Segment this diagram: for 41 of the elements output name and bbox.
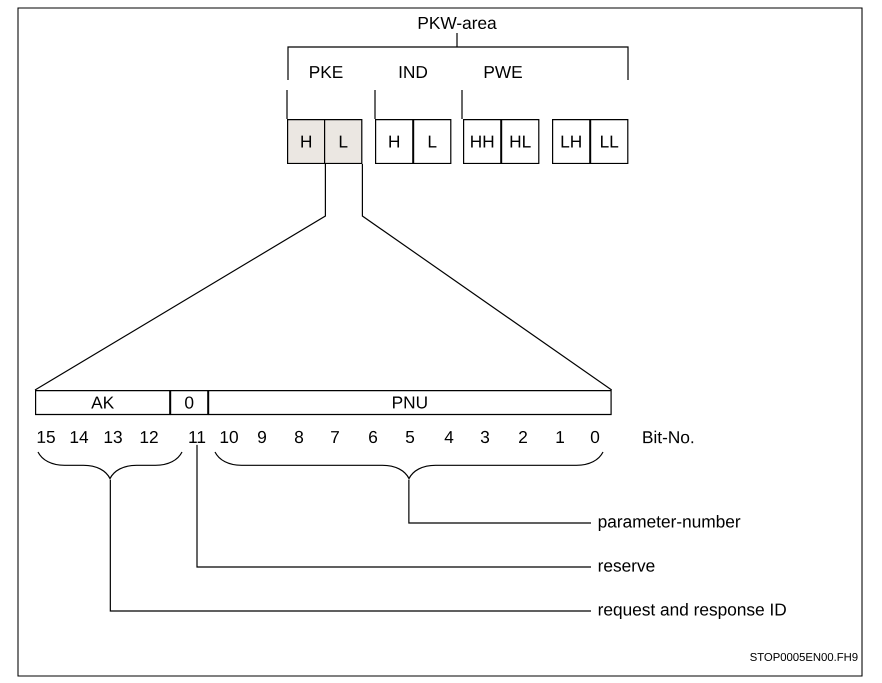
bit-number: 14 xyxy=(70,431,88,443)
cell: L xyxy=(413,119,452,164)
bit-number: 12 xyxy=(140,430,158,444)
bit-number: 15 xyxy=(38,431,55,444)
cell: L xyxy=(324,119,362,164)
bit-number: 4 xyxy=(444,431,454,443)
file-code: STOP0005EN00.FH9 xyxy=(750,653,858,661)
leader-line xyxy=(408,480,591,524)
bit-number: 0 xyxy=(590,430,600,444)
cell: HL xyxy=(501,119,540,164)
group-label: IND xyxy=(400,66,428,78)
zoom-line xyxy=(34,164,326,391)
bit-number: 5 xyxy=(406,431,414,444)
callout-text: parameter-number xyxy=(598,514,740,532)
brace xyxy=(214,452,604,480)
group-label: PWE xyxy=(484,66,522,78)
leader-line xyxy=(110,480,591,612)
leader-line xyxy=(196,444,591,568)
cell: HH xyxy=(463,119,502,164)
zoom-line xyxy=(362,164,612,390)
axis-label: Bit-No. xyxy=(643,430,694,444)
bit-number: 10 xyxy=(220,430,238,444)
group-label: PKE xyxy=(310,66,343,78)
bit-number: 13 xyxy=(104,430,122,444)
bit-number: 3 xyxy=(480,430,490,444)
cell: 0 xyxy=(170,390,208,416)
bit-number: 8 xyxy=(294,430,304,444)
bit-number: 2 xyxy=(519,430,527,444)
bit-number: 11 xyxy=(189,431,206,443)
cell: H xyxy=(375,119,414,164)
callout-text: request and response ID xyxy=(598,602,786,620)
cell: LL xyxy=(590,119,628,164)
heading: PKW-area xyxy=(418,16,497,30)
callout-text: reserve xyxy=(598,562,654,572)
bit-number: 1 xyxy=(556,431,564,443)
cell: LH xyxy=(552,119,590,164)
cell: H xyxy=(287,119,326,164)
bit-number: 7 xyxy=(331,431,339,443)
bit-number: 9 xyxy=(258,430,266,444)
brace xyxy=(37,452,183,480)
bit-number: 6 xyxy=(369,430,378,444)
